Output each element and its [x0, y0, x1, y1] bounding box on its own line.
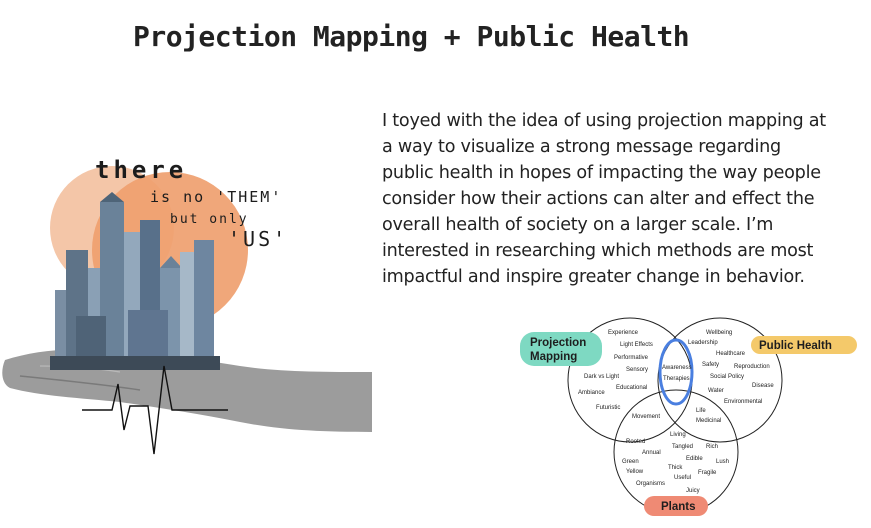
ph-word: Wellbeing — [706, 330, 732, 336]
collage-text-there: there — [95, 156, 187, 184]
plants-label-blob — [644, 496, 708, 516]
ph-word: Leadership — [688, 340, 718, 346]
collage-text-them: is no 'THEM' — [150, 188, 282, 206]
health-label: Public Health — [759, 340, 832, 352]
plant-word: Juicy — [686, 488, 700, 494]
plant-word: Thick — [668, 465, 683, 471]
pm-plants-word: Movement — [632, 414, 660, 420]
plant-word: Yellow — [626, 469, 644, 475]
center-word: Therapies — [663, 376, 690, 382]
body-paragraph: I toyed with the idea of using projectio… — [382, 111, 826, 287]
ph-plants-word: Life — [696, 408, 706, 414]
plant-word: Lush — [716, 459, 729, 465]
venn-circle-health — [657, 317, 783, 443]
plants-label: Plants — [661, 501, 696, 513]
plant-word: Edible — [686, 456, 703, 462]
heartbeat-line — [82, 365, 228, 455]
health-label-blob — [751, 336, 857, 354]
collage-text-but-only: but only — [170, 212, 249, 227]
plant-word: Organisms — [636, 481, 665, 487]
plant-word: Living — [670, 432, 686, 438]
projection-label-line1: Projection — [530, 337, 586, 349]
collage-text-us: 'US' — [228, 227, 288, 251]
center-highlight-ring — [658, 338, 694, 406]
projection-label-blob — [520, 332, 602, 366]
plant-word: Useful — [674, 475, 691, 481]
plant-word: Green — [622, 459, 639, 465]
pm-word: Dark vs Light — [584, 374, 619, 380]
ph-word: Disease — [752, 383, 774, 389]
ph-plants-word: Medicinal — [696, 418, 721, 424]
ph-word: Reproduction — [734, 364, 770, 370]
plant-word: Fragile — [698, 470, 717, 476]
venn-diagram: Projection Mapping Public Health Plants … — [520, 317, 857, 516]
ph-word: Healthcare — [716, 351, 746, 357]
plant-word: Rich — [706, 444, 718, 450]
pm-word: Sensory — [626, 367, 648, 373]
pm-word: Futuristic — [596, 405, 620, 411]
projection-label-line2: Mapping — [530, 351, 577, 363]
ph-word: Water — [708, 388, 724, 394]
slide-title: Projection Mapping + Public Health — [133, 20, 690, 53]
plant-word: Tangled — [672, 444, 693, 450]
center-word: Awareness — [662, 365, 692, 371]
hand-image — [2, 349, 372, 432]
pm-word: Ambiance — [578, 390, 605, 396]
pm-word: Performative — [614, 355, 649, 361]
pm-word: Educational — [616, 385, 647, 391]
plant-word: Rooted — [626, 439, 645, 445]
ph-word: Safety — [702, 362, 719, 368]
pm-word: Experience — [608, 330, 639, 336]
plant-word: Annual — [642, 450, 661, 456]
ph-word: Social Policy — [710, 374, 744, 380]
ph-word: Environmental — [724, 399, 762, 405]
city-hand-collage: there is no 'THEM' but only 'US' — [2, 156, 372, 455]
venn-circle-plants — [613, 389, 739, 515]
pm-word: Light Effects — [620, 342, 653, 348]
city-skyline — [50, 192, 220, 370]
